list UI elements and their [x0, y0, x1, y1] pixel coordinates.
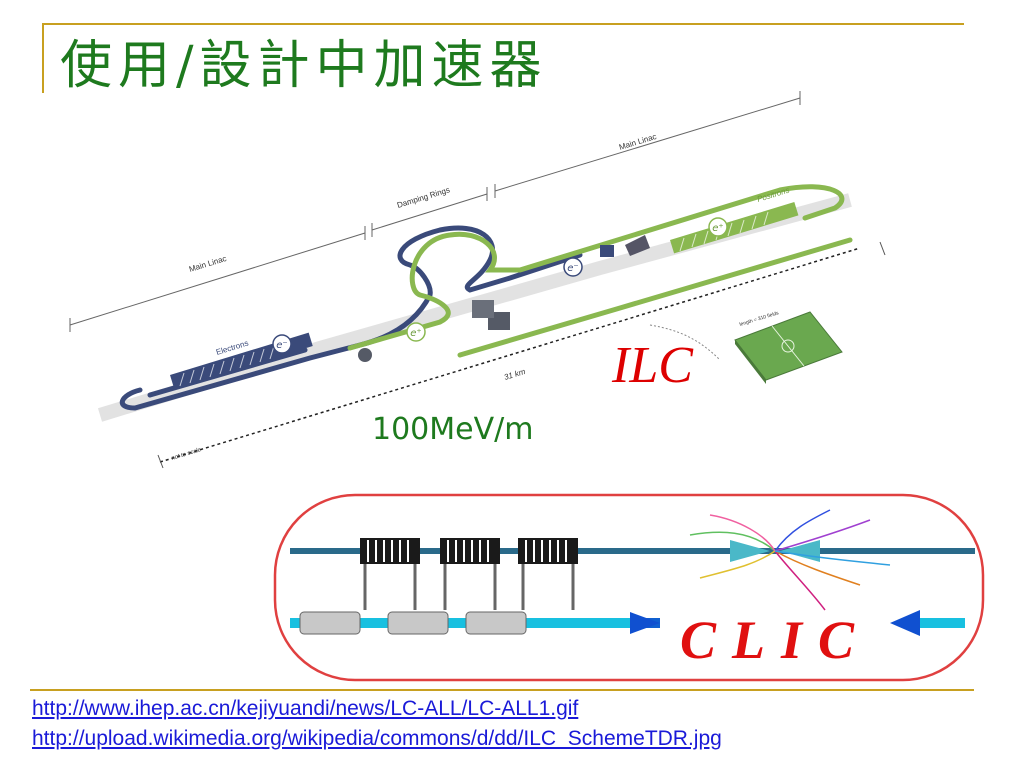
svg-text:e⁺: e⁺ [712, 223, 723, 234]
source-link-ihep[interactable]: http://www.ihep.ac.cn/kejiyuandi/news/LC… [32, 694, 722, 724]
source-links: http://www.ihep.ac.cn/kejiyuandi/news/LC… [32, 694, 722, 754]
electron-marker: e⁻ [564, 258, 582, 276]
source-element [358, 348, 372, 362]
dimension-lines [70, 91, 800, 332]
scale-note: not to scale [171, 447, 203, 462]
clic-label: CLIC [680, 613, 870, 667]
electron-marker: e⁻ [273, 335, 291, 353]
clic-frame [275, 495, 983, 680]
left-rule [42, 23, 44, 93]
top-rule [42, 23, 964, 25]
length-label: 31 km [503, 367, 527, 382]
bottom-rule [30, 689, 974, 691]
gradient-label: 100MeV/m [372, 415, 533, 445]
accelerating-structure [440, 538, 500, 564]
main-linac-left-label: Main Linac [188, 254, 228, 274]
accelerating-structure [360, 538, 420, 564]
main-linac-right-label: Main Linac [618, 132, 658, 152]
svg-text:e⁺: e⁺ [410, 328, 421, 339]
positron-marker: e⁺ [709, 218, 727, 236]
accelerating-structure [518, 538, 578, 564]
clic-scheme-diagram [270, 490, 990, 685]
ilc-label: ILC [612, 340, 693, 392]
positrons-label: Positrons [756, 186, 791, 204]
svg-text:e⁻: e⁻ [276, 340, 287, 351]
slide-title: 使用/設計中加速器 [60, 40, 548, 92]
damping-rings-label: Damping Rings [396, 185, 451, 210]
positron-source [600, 245, 614, 257]
source-link-wikimedia[interactable]: http://upload.wikimedia.org/wikipedia/co… [32, 724, 722, 754]
positron-marker: e⁺ [407, 323, 425, 341]
detector-block [472, 300, 494, 318]
positron-linac-structure [670, 202, 798, 253]
svg-text:e⁻: e⁻ [567, 263, 578, 274]
